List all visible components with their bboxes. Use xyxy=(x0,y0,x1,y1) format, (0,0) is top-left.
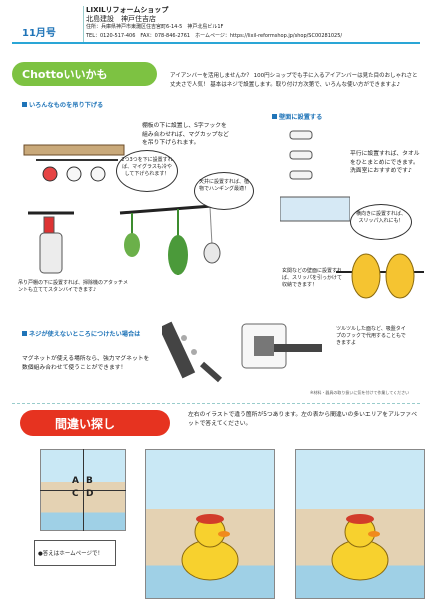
answer-note: ●答えはホームページで！ xyxy=(38,551,104,557)
bubble-slipper: 横向きに設置すれば、スリッパ入れにも！ xyxy=(350,204,412,240)
magnet-text: マグネットが使える場所なら、強力マグネットを数個組み合わせて使うことができます！ xyxy=(22,356,150,371)
grid-label-a: A xyxy=(72,476,79,486)
suction-text: ツルツルした面など、吸盤タイプのフックで代用することもできますよ xyxy=(336,326,406,346)
intro-text: アイアンバーを活用しませんか？ 100円ショップでも手に入るアイアンバーは見た目… xyxy=(170,73,418,88)
subhead-hang: いろんなものを吊り下げる xyxy=(22,100,103,109)
slipper-text: 玄関などの壁面に設置すれば、スリッパを引っかけて収納できます！ xyxy=(282,268,343,288)
hanging-plants-illustration xyxy=(119,203,226,275)
suction-illustration xyxy=(241,323,322,369)
shelf-cups-illustration xyxy=(23,144,125,182)
square-icon xyxy=(272,114,277,119)
duck-left xyxy=(181,514,239,581)
slipper-illustration xyxy=(336,253,424,299)
hang-text: 棚板の下に設置し、S字フックを組み合わせれば、マグカップなどを吊り下げられます。 xyxy=(142,123,229,146)
quiz-instructions: 左右のイラストで違う箇所が5つあります。左の表から間違いの多いエリアをアルファベ… xyxy=(188,412,418,427)
subhead-hang-label: いろんなものを吊り下げる xyxy=(29,102,104,109)
shop-name: LIXILリフォームショップ xyxy=(86,6,169,14)
quiz-title: 間違い探し xyxy=(55,417,116,431)
duck-right xyxy=(331,514,389,581)
subhead-wall: 壁面に設置する xyxy=(272,112,322,121)
towel-illustration xyxy=(280,130,350,222)
grid-line-h xyxy=(40,490,126,491)
section-divider xyxy=(12,403,420,404)
bubble-cup: 2つ3つを下に設置すれば、マイグラスも冷やして下げられます！ xyxy=(116,150,178,192)
subhead-magnet: ネジが使えないところにつけたい場合は xyxy=(22,330,152,339)
grid-label-b: B xyxy=(86,476,93,486)
caution-note: ※材料・器具の取り扱いに気を付けて作業してください xyxy=(310,390,410,395)
grid-label-d: D xyxy=(86,489,94,499)
bubble-ceiling: 天井に設置すれば、植物でハンギング最適！ xyxy=(194,172,254,210)
answer-box xyxy=(34,540,116,566)
wall-text: 平行に設置すれば、タオルをひとまとめにできます。洗面室におすすめです♪ xyxy=(350,151,420,174)
company-name: 北島建設 神戸住吉店 xyxy=(86,15,156,23)
section-title: Chottoいいかも xyxy=(22,68,108,81)
header-rule xyxy=(12,42,420,44)
section-banner xyxy=(12,62,157,86)
grid-label-c: C xyxy=(72,489,79,499)
square-icon xyxy=(22,102,27,107)
quiz-banner xyxy=(20,410,170,436)
issue-label: 11月号 xyxy=(22,28,56,39)
subhead-wall-label: 壁面に設置する xyxy=(279,114,323,121)
address: 住所：兵庫県神戸市東灘区住吉宮町6-14-5 神戸北島ビル1F xyxy=(86,24,224,30)
square-icon xyxy=(22,331,27,336)
spray-illustration xyxy=(28,211,74,274)
contact-info: TEL：0120-517-406 FAX：078-846-2761 ホームページ… xyxy=(86,33,343,39)
subhead-magnet-label: ネジが使えないところにつけたい場合は xyxy=(29,331,141,338)
bracket-illustration xyxy=(162,321,222,383)
spray-text: 吊り戸棚の下に設置すれば、掃除機のアタッチメントも立ててスタンバイできます♪ xyxy=(18,280,129,293)
issue-box xyxy=(14,6,84,44)
